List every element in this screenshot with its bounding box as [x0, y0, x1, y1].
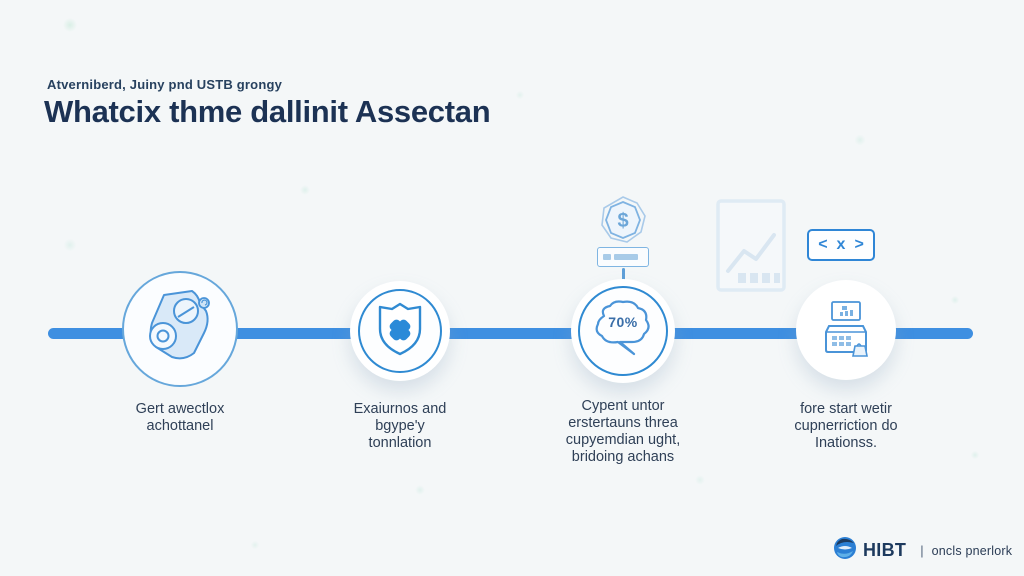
arrow-right-icon[interactable]: >	[854, 236, 864, 253]
step-3-label: Cypent untor erstertauns threa cupyemdia…	[565, 398, 681, 466]
timeline-step-4-circle[interactable]	[796, 280, 896, 380]
bubble-percentage-text: 70%	[608, 314, 638, 330]
svg-text:$: $	[617, 210, 628, 232]
step-3-ring: 70%	[578, 286, 668, 376]
down-arrow-icon	[622, 268, 625, 287]
pagination-arrows-box[interactable]: < x >	[807, 229, 875, 261]
timeline-bar	[48, 328, 973, 339]
arrow-left-icon[interactable]: <	[818, 236, 828, 253]
page-title: Whatcix thme dallinit Assectan	[44, 94, 491, 129]
shield-icon	[376, 301, 424, 362]
header-subtitle: Atverniberd, Juiny pnd USTB grongy	[47, 77, 283, 92]
footer-divider: |	[920, 543, 924, 558]
timeline-step-1-circle[interactable]	[122, 271, 238, 387]
step-1-label: Gert awectlox achottanel	[135, 401, 225, 435]
step-2-label: Exaiurnos and bgype'y tonnlation	[353, 401, 447, 452]
blob-document-icon	[134, 281, 226, 378]
brand-name[interactable]: HIBT	[863, 540, 907, 560]
price-tag-icon	[597, 247, 649, 267]
dollar-hexagon-badge-icon: $	[597, 194, 649, 251]
step-4-label: fore start wetir cupnerriction do Inatio…	[794, 401, 898, 452]
brand-globe-icon	[833, 536, 857, 565]
timeline-step-2-circle[interactable]	[350, 281, 450, 381]
footer-brand-bar: HIBT | oncls pnerlork	[833, 536, 1012, 565]
step-2-ring	[358, 289, 442, 373]
speech-bubble-icon: 70%	[590, 298, 656, 365]
chart-card-icon	[716, 199, 786, 297]
close-x-icon[interactable]: x	[836, 236, 846, 253]
timeline-step-3-circle[interactable]: 70%	[571, 279, 675, 383]
register-icon	[817, 298, 875, 363]
brand-tagline: oncls pnerlork	[931, 543, 1013, 558]
